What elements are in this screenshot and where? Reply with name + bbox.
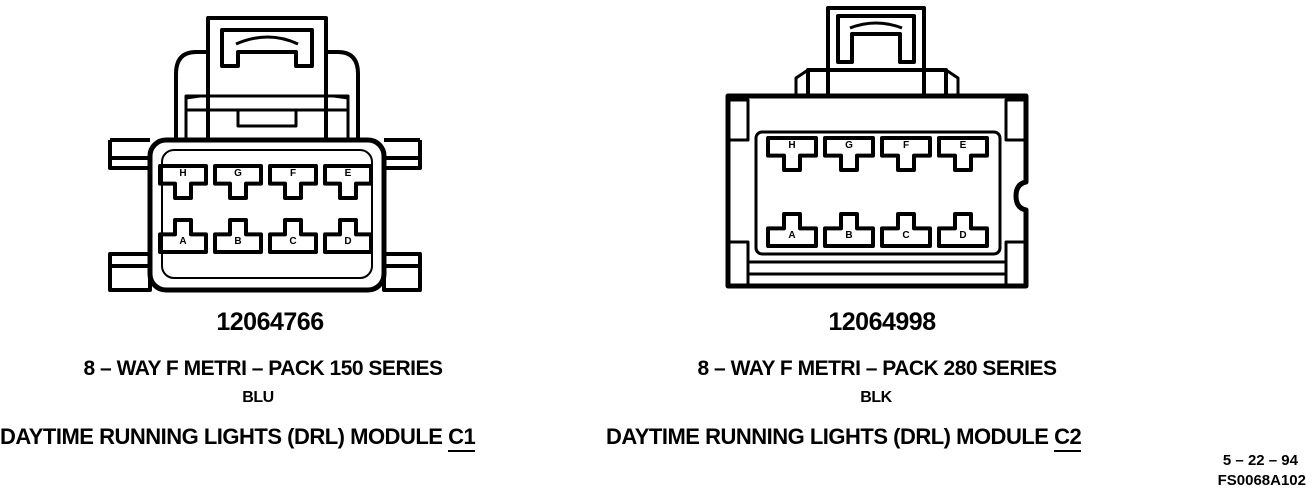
c1-module-label: DAYTIME RUNNING LIGHTS (DRL) MODULE C1 (0, 424, 600, 452)
c1-cavity-label-bot-2: C (289, 236, 297, 248)
c1-cavity-top-3 (323, 164, 373, 200)
c2-color: BLK (860, 389, 892, 406)
c2-cavity-top-1 (823, 136, 875, 172)
c2-cavity-top-2 (880, 136, 932, 172)
c1-side-rails (108, 138, 150, 170)
c1-color: BLU (242, 389, 274, 406)
c1-module-text: DAYTIME RUNNING LIGHTS (DRL) MODULE (0, 424, 449, 449)
connector-c1-drawing (108, 16, 422, 293)
c1-connector-id: C1 (448, 424, 476, 452)
connector-c2-drawing (725, 6, 1029, 289)
c2-part-number: 12064998 (828, 308, 936, 336)
c2-cavity-label-bot-0: A (788, 230, 796, 242)
figure-date: 5 – 22 – 94 (1222, 452, 1298, 469)
c2-cavity-bot-3 (937, 212, 989, 248)
c2-module-text: DAYTIME RUNNING LIGHTS (DRL) MODULE (606, 424, 1055, 449)
figure-id: FS0068A102 (1217, 472, 1306, 489)
c2-connector-id: C2 (1054, 424, 1082, 452)
c2-cavity-label-top-2: F (902, 140, 910, 151)
c1-cavity-label-bot-1: B (234, 236, 242, 248)
c1-latch-tower (206, 16, 328, 142)
c2-module-label: DAYTIME RUNNING LIGHTS (DRL) MODULE C2 (606, 424, 1206, 452)
c1-cavity-top-2 (268, 164, 318, 200)
c1-cavity-label-bot-0: A (179, 236, 187, 248)
c2-cavity-label-bot-2: C (902, 230, 910, 242)
c2-cavity-label-bot-3: D (959, 230, 967, 242)
c1-cavity-bot-0 (158, 218, 208, 254)
c2-cavity-label-top-3: E (959, 140, 967, 151)
c2-cavity-bot-0 (766, 212, 818, 248)
c2-cavity-label-top-0: H (788, 140, 796, 151)
c1-housing (147, 137, 387, 293)
c2-description: 8 – WAY F METRI – PACK 280 SERIES (697, 357, 1057, 380)
c1-cavity-bot-2 (268, 218, 318, 254)
c2-cavity-top-0 (766, 136, 818, 172)
c2-cavity-bot-1 (823, 212, 875, 248)
c1-cavity-top-1 (213, 164, 263, 200)
c2-housing (725, 93, 1029, 289)
c1-cavity-label-top-2: F (289, 168, 297, 179)
c1-cavity-bot-3 (323, 218, 373, 254)
c1-part-number: 12064766 (216, 308, 324, 336)
c1-cavity-label-top-0: H (179, 168, 187, 179)
c1-description: 8 – WAY F METRI – PACK 150 SERIES (83, 357, 443, 380)
c1-cavity-label-bot-3: D (344, 236, 352, 248)
c1-cavity-label-top-3: E (344, 168, 352, 179)
c2-cavity-top-3 (937, 136, 989, 172)
c2-cavity-bot-2 (880, 212, 932, 248)
c2-cavity-label-bot-1: B (845, 230, 853, 242)
c2-cavity-label-top-1: G (845, 140, 853, 151)
c1-cavity-bot-1 (213, 218, 263, 254)
c1-cavity-top-0 (158, 164, 208, 200)
c2-latch-tower (826, 6, 926, 96)
c1-cavity-label-top-1: G (234, 168, 242, 179)
